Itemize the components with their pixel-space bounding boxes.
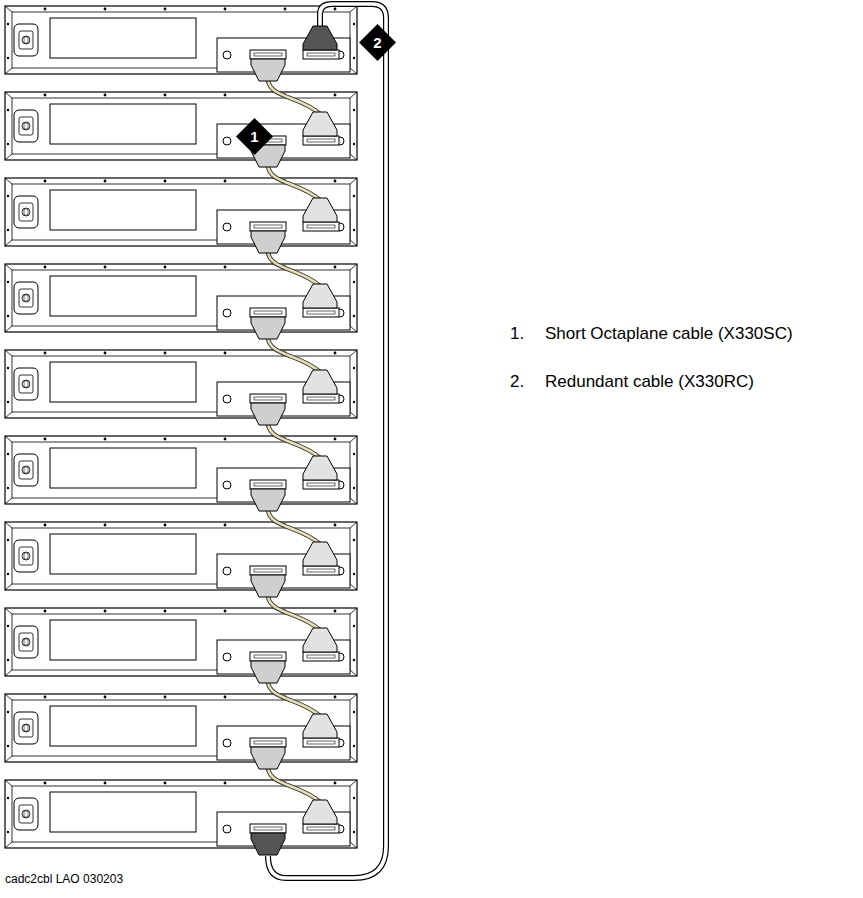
cable-plug	[251, 833, 285, 855]
cable-plug	[251, 403, 285, 425]
callout-number: 1	[250, 129, 258, 144]
cable-plug	[251, 317, 285, 339]
cable-plug	[303, 542, 337, 566]
short-octaplane-cable	[268, 80, 320, 114]
cable-plug	[303, 26, 337, 50]
cable-plug	[303, 800, 337, 824]
short-octaplane-cable	[268, 166, 320, 200]
diamond-shape	[236, 118, 273, 155]
short-octaplane-cable	[268, 252, 320, 286]
short-octaplane-cable	[268, 596, 320, 630]
short-octaplane-cable	[268, 510, 320, 544]
legend-text: Redundant cable (X330RC)	[545, 372, 754, 392]
short-octaplane-cable	[268, 682, 320, 716]
redundant-cable	[268, 4, 386, 878]
cable-plug	[303, 198, 337, 222]
cable-plug	[251, 59, 285, 81]
short-octaplane-cable	[268, 166, 320, 200]
short-octaplane-cable	[268, 424, 320, 458]
short-octaplane-cable	[268, 424, 320, 458]
short-octaplane-cable	[268, 252, 320, 286]
switch-chassis	[5, 6, 357, 74]
diamond-shape	[359, 24, 396, 61]
short-octaplane-cable	[268, 682, 320, 716]
short-octaplane-cable	[268, 768, 320, 802]
callout-diamond: 2	[359, 24, 396, 61]
short-octaplane-cable	[268, 338, 320, 372]
callout-number: 2	[373, 35, 381, 50]
cable-plug	[303, 628, 337, 652]
legend-number: 2.	[510, 372, 524, 392]
short-octaplane-cable	[268, 80, 320, 114]
cable-plug	[251, 231, 285, 253]
cable-plug	[251, 661, 285, 683]
short-octaplane-cable	[268, 768, 320, 802]
cable-plug	[303, 714, 337, 738]
cable-plug	[251, 747, 285, 769]
cable-plug	[303, 112, 337, 136]
cable-plug	[303, 284, 337, 308]
cable-plug	[251, 489, 285, 511]
legend-text: Short Octaplane cable (X330SC)	[545, 324, 793, 344]
short-octaplane-cable	[268, 338, 320, 372]
figure-id: cadc2cbl LAO 030203	[5, 872, 123, 886]
short-octaplane-cable	[268, 596, 320, 630]
callout-diamond: 1	[236, 118, 273, 155]
short-octaplane-cable	[268, 510, 320, 544]
cable-plug	[303, 456, 337, 480]
cable-plug	[251, 575, 285, 597]
redundant-cable	[268, 4, 386, 878]
legend-number: 1.	[510, 324, 524, 344]
cable-plug	[303, 370, 337, 394]
